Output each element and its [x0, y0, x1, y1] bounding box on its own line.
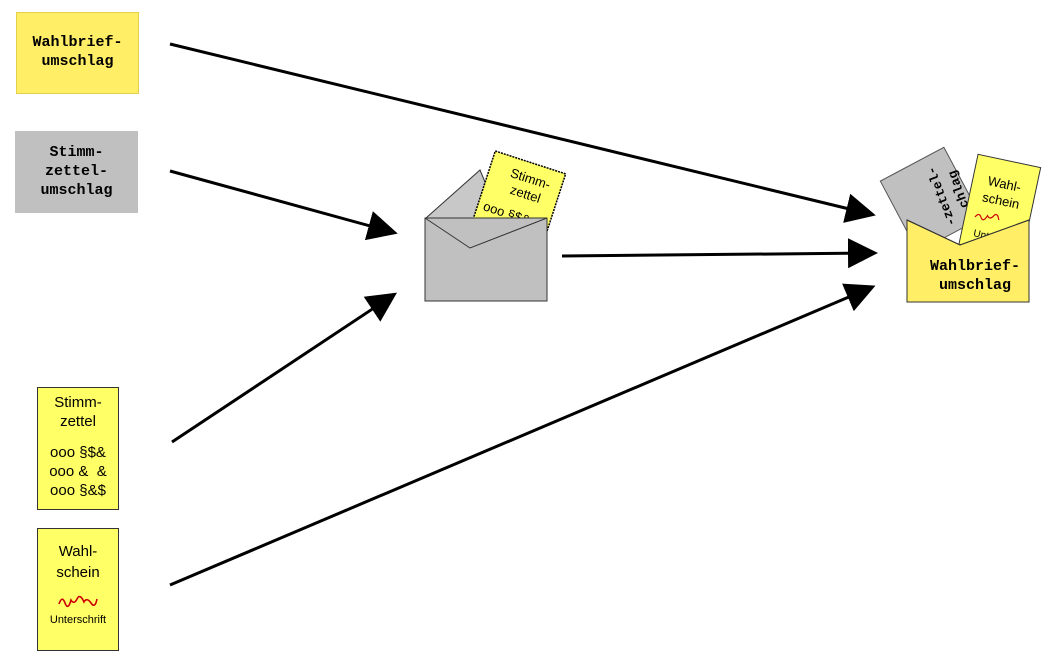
stimmzettel-body-line3: ooo §&$: [50, 482, 106, 499]
wahlbriefumschlag-box: Wahlbrief- umschlag: [16, 12, 139, 94]
final-envelope-label-line2: umschlag: [939, 277, 1011, 294]
arrow-wahlbrief-to-final: [169, 42, 876, 223]
stimmzettel-body-line2: ooo & &: [49, 463, 107, 480]
stimmzettelumschlag-label-line2: zettel-: [44, 163, 108, 180]
final-envelope: -zettel- chlag Wahl- schein Untersch Wah…: [879, 146, 1042, 303]
final-envelope-label-line1: Wahlbrief-: [930, 258, 1020, 275]
wahlschein-card: Wahl- schein Unterschrift: [37, 528, 119, 651]
stimmzettelumschlag-box: Stimm- zettel- umschlag: [15, 131, 138, 213]
arrow-wahlschein-to-final: [169, 283, 876, 587]
wahlbriefumschlag-label-line2: umschlag: [41, 53, 114, 70]
final-signature-icon: [974, 213, 1000, 221]
stimmzettel-title-line1: Stimm-: [54, 394, 102, 411]
stimmzettel-title-line2: zettel: [60, 413, 96, 430]
wahlbriefumschlag-label-line1: Wahlbrief-: [32, 34, 123, 51]
arrow-middle-to-final: [561, 238, 878, 269]
arrow-stimmzettel-to-middle: [171, 292, 397, 444]
wahlschein-title-line2: schein: [56, 564, 100, 581]
wahlschein-signature-label: Unterschrift: [49, 614, 107, 626]
final-wahlschein-title-line1: Wahl-: [987, 173, 1023, 195]
final-envelope-grey-insert: [879, 146, 983, 253]
signature-icon: [58, 595, 98, 608]
stimmzettel-body-line1: ooo §$&: [50, 444, 106, 461]
stimmzettel-card: Stimm- zettel ooo §$& ooo & & ooo §&$: [37, 387, 119, 510]
middle-envelope: Stimm- zettel ooo §$& ooo & ooo: [424, 150, 567, 302]
stimmzettelumschlag-label-line1: Stimm-: [49, 144, 104, 161]
stimmzettelumschlag-label-line3: umschlag: [40, 182, 113, 199]
arrow-stimmzettelumschlag-to-middle: [169, 169, 398, 241]
wahlschein-title-line1: Wahl-: [58, 543, 98, 560]
